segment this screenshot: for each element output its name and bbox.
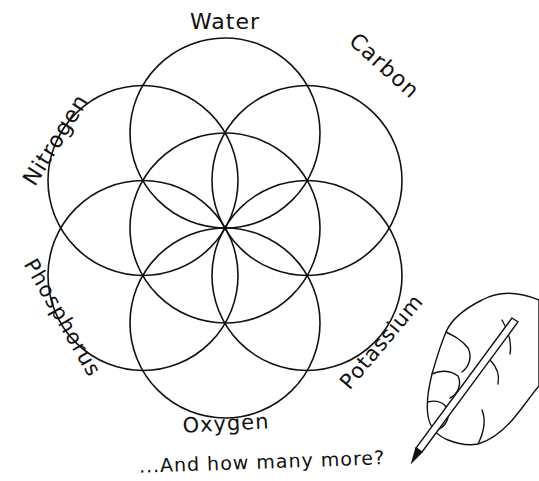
element-label: Phosphorus bbox=[20, 256, 104, 381]
element-label: Potassium bbox=[337, 291, 428, 394]
question-caption: ...And how many more? bbox=[139, 448, 386, 476]
element-label: Nitrogen bbox=[19, 91, 92, 190]
element-label: Oxygen bbox=[182, 411, 270, 437]
element-label: Carbon bbox=[345, 29, 423, 102]
element-label: Water bbox=[190, 11, 260, 33]
pencil bbox=[412, 318, 518, 462]
